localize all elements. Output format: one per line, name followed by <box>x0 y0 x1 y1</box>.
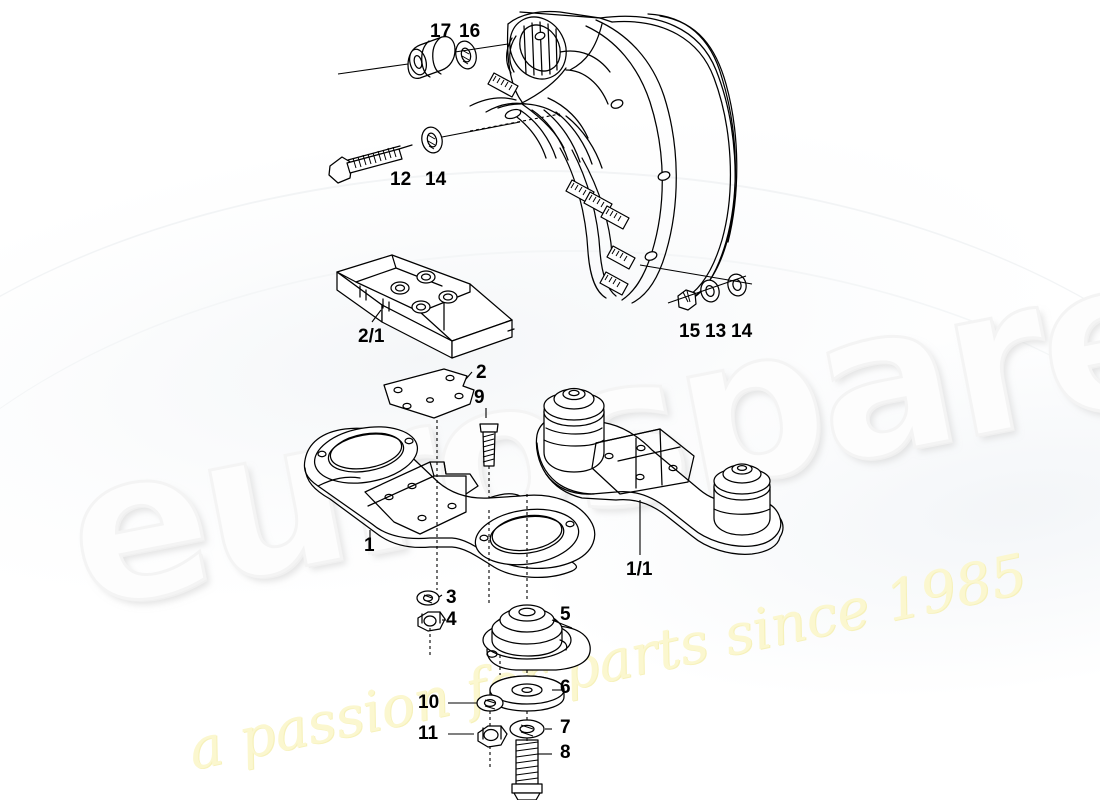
part-12-bolt <box>328 144 413 184</box>
callout-5: 5 <box>560 604 571 625</box>
bell-housing-group <box>469 10 738 305</box>
callout-11: 11 <box>418 723 439 744</box>
callout-16: 16 <box>459 21 481 42</box>
callout-2-1: 2/1 <box>358 326 385 347</box>
callout-7: 7 <box>560 717 571 738</box>
callout-2: 2 <box>476 362 487 383</box>
part-7-washer <box>509 719 552 739</box>
callout-1-1: 1/1 <box>626 559 653 580</box>
callout-10: 10 <box>418 692 440 713</box>
part-6-dished-washer <box>489 675 565 722</box>
part-2-1-mounting-block <box>336 254 515 359</box>
callout-8: 8 <box>560 742 571 763</box>
callout-14-right: 14 <box>731 321 753 342</box>
callout-6: 6 <box>560 677 571 698</box>
rubber-mount-left <box>543 387 605 473</box>
callout-9: 9 <box>474 387 485 408</box>
rubber-mount-right <box>713 463 771 536</box>
callout-17: 17 <box>430 21 452 42</box>
callout-15: 15 <box>679 321 701 342</box>
part-3-washer <box>416 590 443 606</box>
part-2-shim-plate <box>383 368 475 419</box>
part-14-washer-lower <box>421 126 443 154</box>
callout-13: 13 <box>705 321 727 342</box>
part-9-screw <box>479 408 499 510</box>
part-8-stud-bolt <box>511 738 552 800</box>
callout-4: 4 <box>446 609 457 630</box>
part-10-washer <box>448 694 504 712</box>
callout-1: 1 <box>364 535 375 556</box>
part-1-crossmember-left <box>303 420 596 605</box>
part-4-nut <box>417 611 446 655</box>
callout-12: 12 <box>390 169 412 190</box>
callout-14-lower: 14 <box>425 169 447 190</box>
part-16-washer <box>455 40 477 70</box>
callout-3: 3 <box>446 587 457 608</box>
part-5-rubber-mount <box>482 604 591 686</box>
parts-15-13-14 <box>639 264 753 311</box>
part-1-1-crossmember-right <box>535 387 784 555</box>
part-17-bush <box>407 35 456 80</box>
housing-studs <box>487 72 636 296</box>
part-11-nut <box>448 711 508 768</box>
